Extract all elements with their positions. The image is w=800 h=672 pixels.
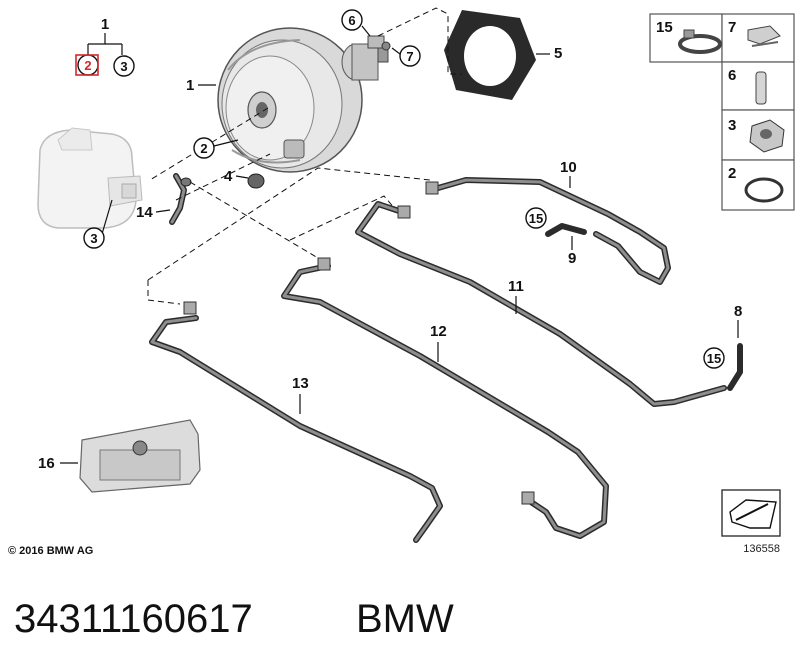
legend-3[interactable]: 3 — [728, 117, 736, 134]
selected-highlight[interactable] — [75, 54, 99, 76]
legend-2[interactable]: 2 — [728, 165, 736, 182]
pin-icon — [755, 71, 767, 105]
callout-13[interactable]: 13 — [292, 375, 309, 392]
copyright: © 2016 BMW AG — [8, 545, 93, 557]
legend-7[interactable]: 7 — [728, 19, 736, 36]
callout-11[interactable]: 11 — [508, 278, 524, 295]
callout-6[interactable]: 6 — [348, 13, 355, 28]
callout-9[interactable]: 9 — [568, 250, 576, 267]
brake-booster — [217, 27, 389, 173]
nut-icon — [749, 119, 785, 153]
nut-part-4 — [247, 173, 265, 189]
callout-2[interactable]: 2 — [200, 141, 207, 156]
callout-15-upper[interactable]: 15 — [529, 211, 543, 226]
gasket — [444, 10, 536, 100]
callout-10[interactable]: 10 — [560, 159, 577, 176]
o-ring-icon — [744, 177, 784, 203]
callouts: 1 2 3 4 5 6 7 8 9 10 11 12 — [38, 9, 742, 472]
parts-legend-box: 15 7 6 3 2 — [649, 13, 795, 211]
brand-name: BMW — [356, 597, 454, 641]
callout-5[interactable]: 5 — [554, 45, 562, 62]
hoses — [149, 177, 743, 543]
bracket-part-16 — [79, 419, 201, 493]
callout-3[interactable]: 3 — [90, 231, 97, 246]
part-number: 34311160617 — [14, 597, 253, 641]
callout-8[interactable]: 8 — [734, 303, 742, 320]
clip-icon — [747, 25, 781, 47]
callout-1[interactable]: 1 — [186, 77, 194, 94]
tree-label-3[interactable]: 3 — [120, 59, 127, 74]
callout-4[interactable]: 4 — [224, 168, 233, 185]
hose-clamp-icon — [678, 29, 722, 54]
diagram-number: 136558 — [743, 543, 780, 555]
callout-15-lower[interactable]: 15 — [707, 351, 721, 366]
callout-16[interactable]: 16 — [38, 455, 55, 472]
tree-label-2[interactable]: 2 — [84, 58, 91, 73]
hierarchy-tree: 1 2 3 — [75, 16, 135, 77]
assembly-lines — [147, 7, 462, 305]
callout-14[interactable]: 14 — [136, 204, 153, 221]
tree-label-1: 1 — [101, 16, 109, 33]
legend-6[interactable]: 6 — [728, 67, 736, 84]
bmw-symbol-box: 136558 — [721, 489, 781, 555]
pin-and-clip — [367, 35, 391, 51]
callout-12[interactable]: 12 — [430, 323, 447, 340]
legend-15[interactable]: 15 — [656, 19, 673, 36]
brake-fluid-reservoir — [37, 127, 143, 229]
callout-7[interactable]: 7 — [406, 49, 413, 64]
